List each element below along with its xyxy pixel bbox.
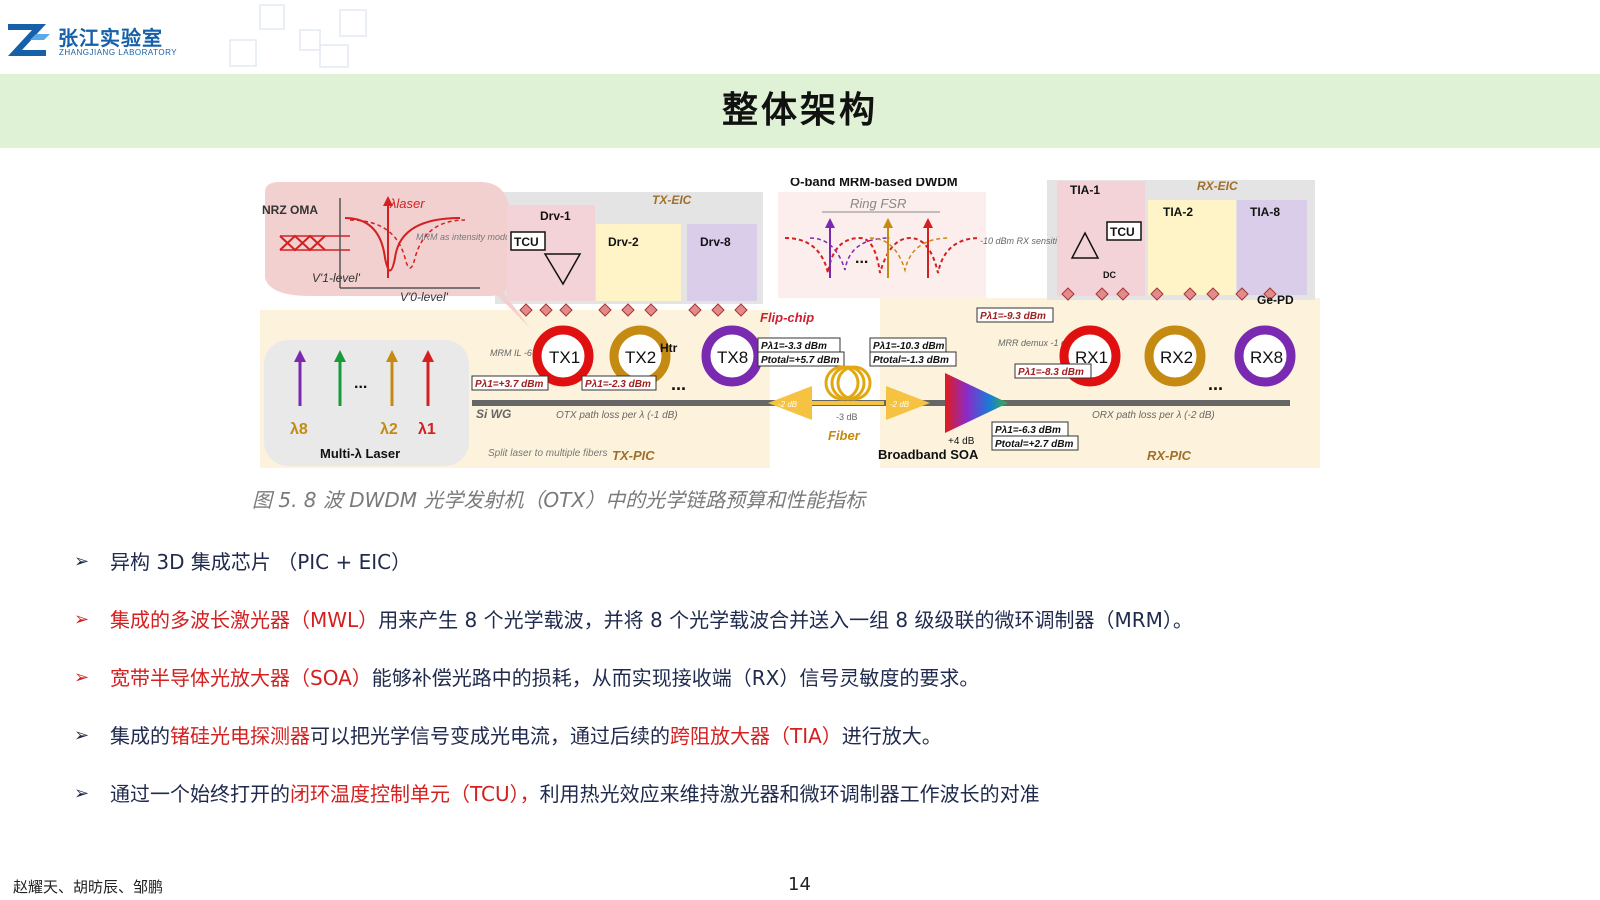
rx-eic-label: RX-EIC [1197,179,1238,193]
split-laser-label: Split laser to multiple fibers [488,448,608,459]
rx-dots: ... [1208,374,1223,394]
rx-pic-label: RX-PIC [1147,448,1192,463]
p-soa-a: Pλ1=-6.3 dBm [995,425,1061,436]
bullet-arrow-icon: ➢ [74,551,90,572]
oband-title: O-band MRM-based DWDM [790,178,958,189]
p-rx1: Pλ1=-8.3 dBm [1018,367,1084,378]
bullet-text: 集成的 [110,724,170,748]
bullet-arrow-icon: ➢ [74,609,90,630]
dc-label: DC [1103,270,1116,280]
flipchip-label: Flip-chip [760,310,814,325]
bullet-highlight: 闭环温度控制单元（TCU）， [290,782,540,806]
rx-sens-label: -10 dBm RX sensitivity (OMA) [980,236,1100,246]
bullet-item: ➢ 宽带半导体光放大器（SOA）能够补偿光路中的损耗，从而实现接收端（RX）信号… [74,664,1554,722]
mrm-note: MRM as intensity modulator [416,232,529,242]
p-tx1: Pλ1=+3.7 dBm [475,379,543,390]
header-decoration [229,4,367,68]
mrm-il-label: MRM IL -6 dB [490,348,545,358]
figure-caption: 图 5. 8 波 DWDM 光学发射机（OTX）中的光学链路预算和性能指标 [252,488,866,512]
tx1-label: TX1 [549,348,580,367]
rx2-label: RX2 [1160,348,1193,367]
soa-label: Broadband SOA [878,447,979,462]
lambda-laser-label: λlaser [389,196,425,211]
tx-eic-label: TX-EIC [652,193,692,207]
rx8-label: RX8 [1250,348,1283,367]
lab-logo: 张江实验室 ZHANGJIANG LABORATORY [6,20,266,64]
bullet-item: ➢ 集成的多波长激光器（MWL）用来产生 8 个光学载波，并将 8 个光学载波合… [74,606,1554,664]
tx-tcu-label: TCU [514,235,539,249]
htr-label: Htr [660,341,678,355]
spectrum-dots: ... [855,250,868,267]
drv8-label: Drv-8 [700,235,731,249]
multi-laser-label: Multi-λ Laser [320,446,400,461]
bullet-highlight: 跨阻放大器（TIA） [670,724,842,748]
p-rx-top: Pλ1=-9.3 dBm [980,311,1046,322]
tx-pic-label: TX-PIC [612,448,655,463]
lab-logo-mark-icon [8,24,50,56]
v0-label: V'0-level' [400,290,449,304]
soa-gain-label: +4 dB [948,436,975,447]
page-number: 14 [788,874,811,895]
ring-fsr-label: Ring FSR [850,196,906,211]
tia8-label: TIA-8 [1250,205,1280,219]
drv1-label: Drv-1 [540,209,571,223]
bullet-text: 可以把光学信号变成光电流，通过后续的 [310,724,670,748]
lambda2-label: λ2 [380,421,398,438]
laser-dots: ... [354,375,367,392]
title-band: 整体架构 [0,74,1600,148]
tx-dots: ... [671,374,686,394]
p-tx2: Pλ1=-2.3 dBm [585,379,651,390]
lab-name-en: ZHANGJIANG LABORATORY [59,48,178,57]
tia2-label: TIA-2 [1163,205,1193,219]
bullet-text: 进行放大。 [841,724,942,748]
lambda1-label: λ1 [418,421,436,438]
slide-title: 整体架构 [721,90,878,131]
fiber-label: Fiber [828,428,861,443]
bullet-text: 异构 3D 集成芯片 （PIC + EIC） [110,550,412,574]
lambda8-label: λ8 [290,421,308,438]
nrz-oma-label: NRZ OMA [262,203,318,217]
p-soa-b: Ptotal=+2.7 dBm [995,439,1073,450]
otx-architecture-figure: NRZ OMA λlaser MRM as intensity modulato… [260,178,1320,468]
bullet-text: 通过一个始终打开的 [110,782,290,806]
bullet-text: 利用热光效应来维持激光器和微环调制器工作波长的对准 [539,782,1040,806]
bullet-text: 用来产生 8 个光学载波，并将 8 个光学载波合并送入一组 8 级级联的微环调制… [378,608,1193,632]
coupler-loss-left: -2 dB [778,400,798,409]
bullet-arrow-icon: ➢ [74,783,90,804]
bullet-highlight: 锗硅光电探测器 [170,724,310,748]
fiber-loss-label: -3 dB [836,412,858,422]
v1-label: V'1-level' [312,271,361,285]
bullet-item: ➢ 集成的锗硅光电探测器可以把光学信号变成光电流，通过后续的跨阻放大器（TIA）… [74,722,1554,780]
bullet-highlight: 集成的多波长激光器（MWL） [110,608,379,632]
rx1-label: RX1 [1075,348,1108,367]
bullet-arrow-icon: ➢ [74,725,90,746]
gepd-label: Ge-PD [1257,293,1294,307]
bullet-arrow-icon: ➢ [74,667,90,688]
drv2-label: Drv-2 [608,235,639,249]
p-tx8b: Ptotal=+5.7 dBm [761,355,839,366]
lab-name-cn: 张江实验室 [58,26,163,50]
otx-loss-label: OTX path loss per λ (-1 dB) [556,410,678,421]
bullet-item: ➢ 通过一个始终打开的闭环温度控制单元（TCU），利用热光效应来维持激光器和微环… [74,780,1554,838]
bullet-list: ➢ 异构 3D 集成芯片 （PIC + EIC） ➢ 集成的多波长激光器（MWL… [74,548,1554,838]
p-tx8a: Pλ1=-3.3 dBm [761,341,827,352]
p-fib-a: Pλ1=-10.3 dBm [873,341,945,352]
bullet-item: ➢ 异构 3D 集成芯片 （PIC + EIC） [74,548,1554,606]
coupler-loss-right: -2 dB [890,400,910,409]
mrr-demux-label: MRR demux -1 dB [998,338,1072,348]
footer-authors: 赵耀天、胡昉辰、邹鹏 [13,878,164,896]
rx-tcu-label: TCU [1110,225,1135,239]
bullet-highlight: 宽带半导体光放大器（SOA） [110,666,372,690]
tia1-label: TIA-1 [1070,183,1100,197]
tx8-label: TX8 [717,348,748,367]
orx-loss-label: ORX path loss per λ (-2 dB) [1092,410,1215,421]
bullet-text: 能够补偿光路中的损耗，从而实现接收端（RX）信号灵敏度的要求。 [371,666,980,690]
tx2-label: TX2 [625,348,656,367]
si-wg-label: Si WG [476,407,511,421]
p-fib-b: Ptotal=-1.3 dBm [873,355,949,366]
